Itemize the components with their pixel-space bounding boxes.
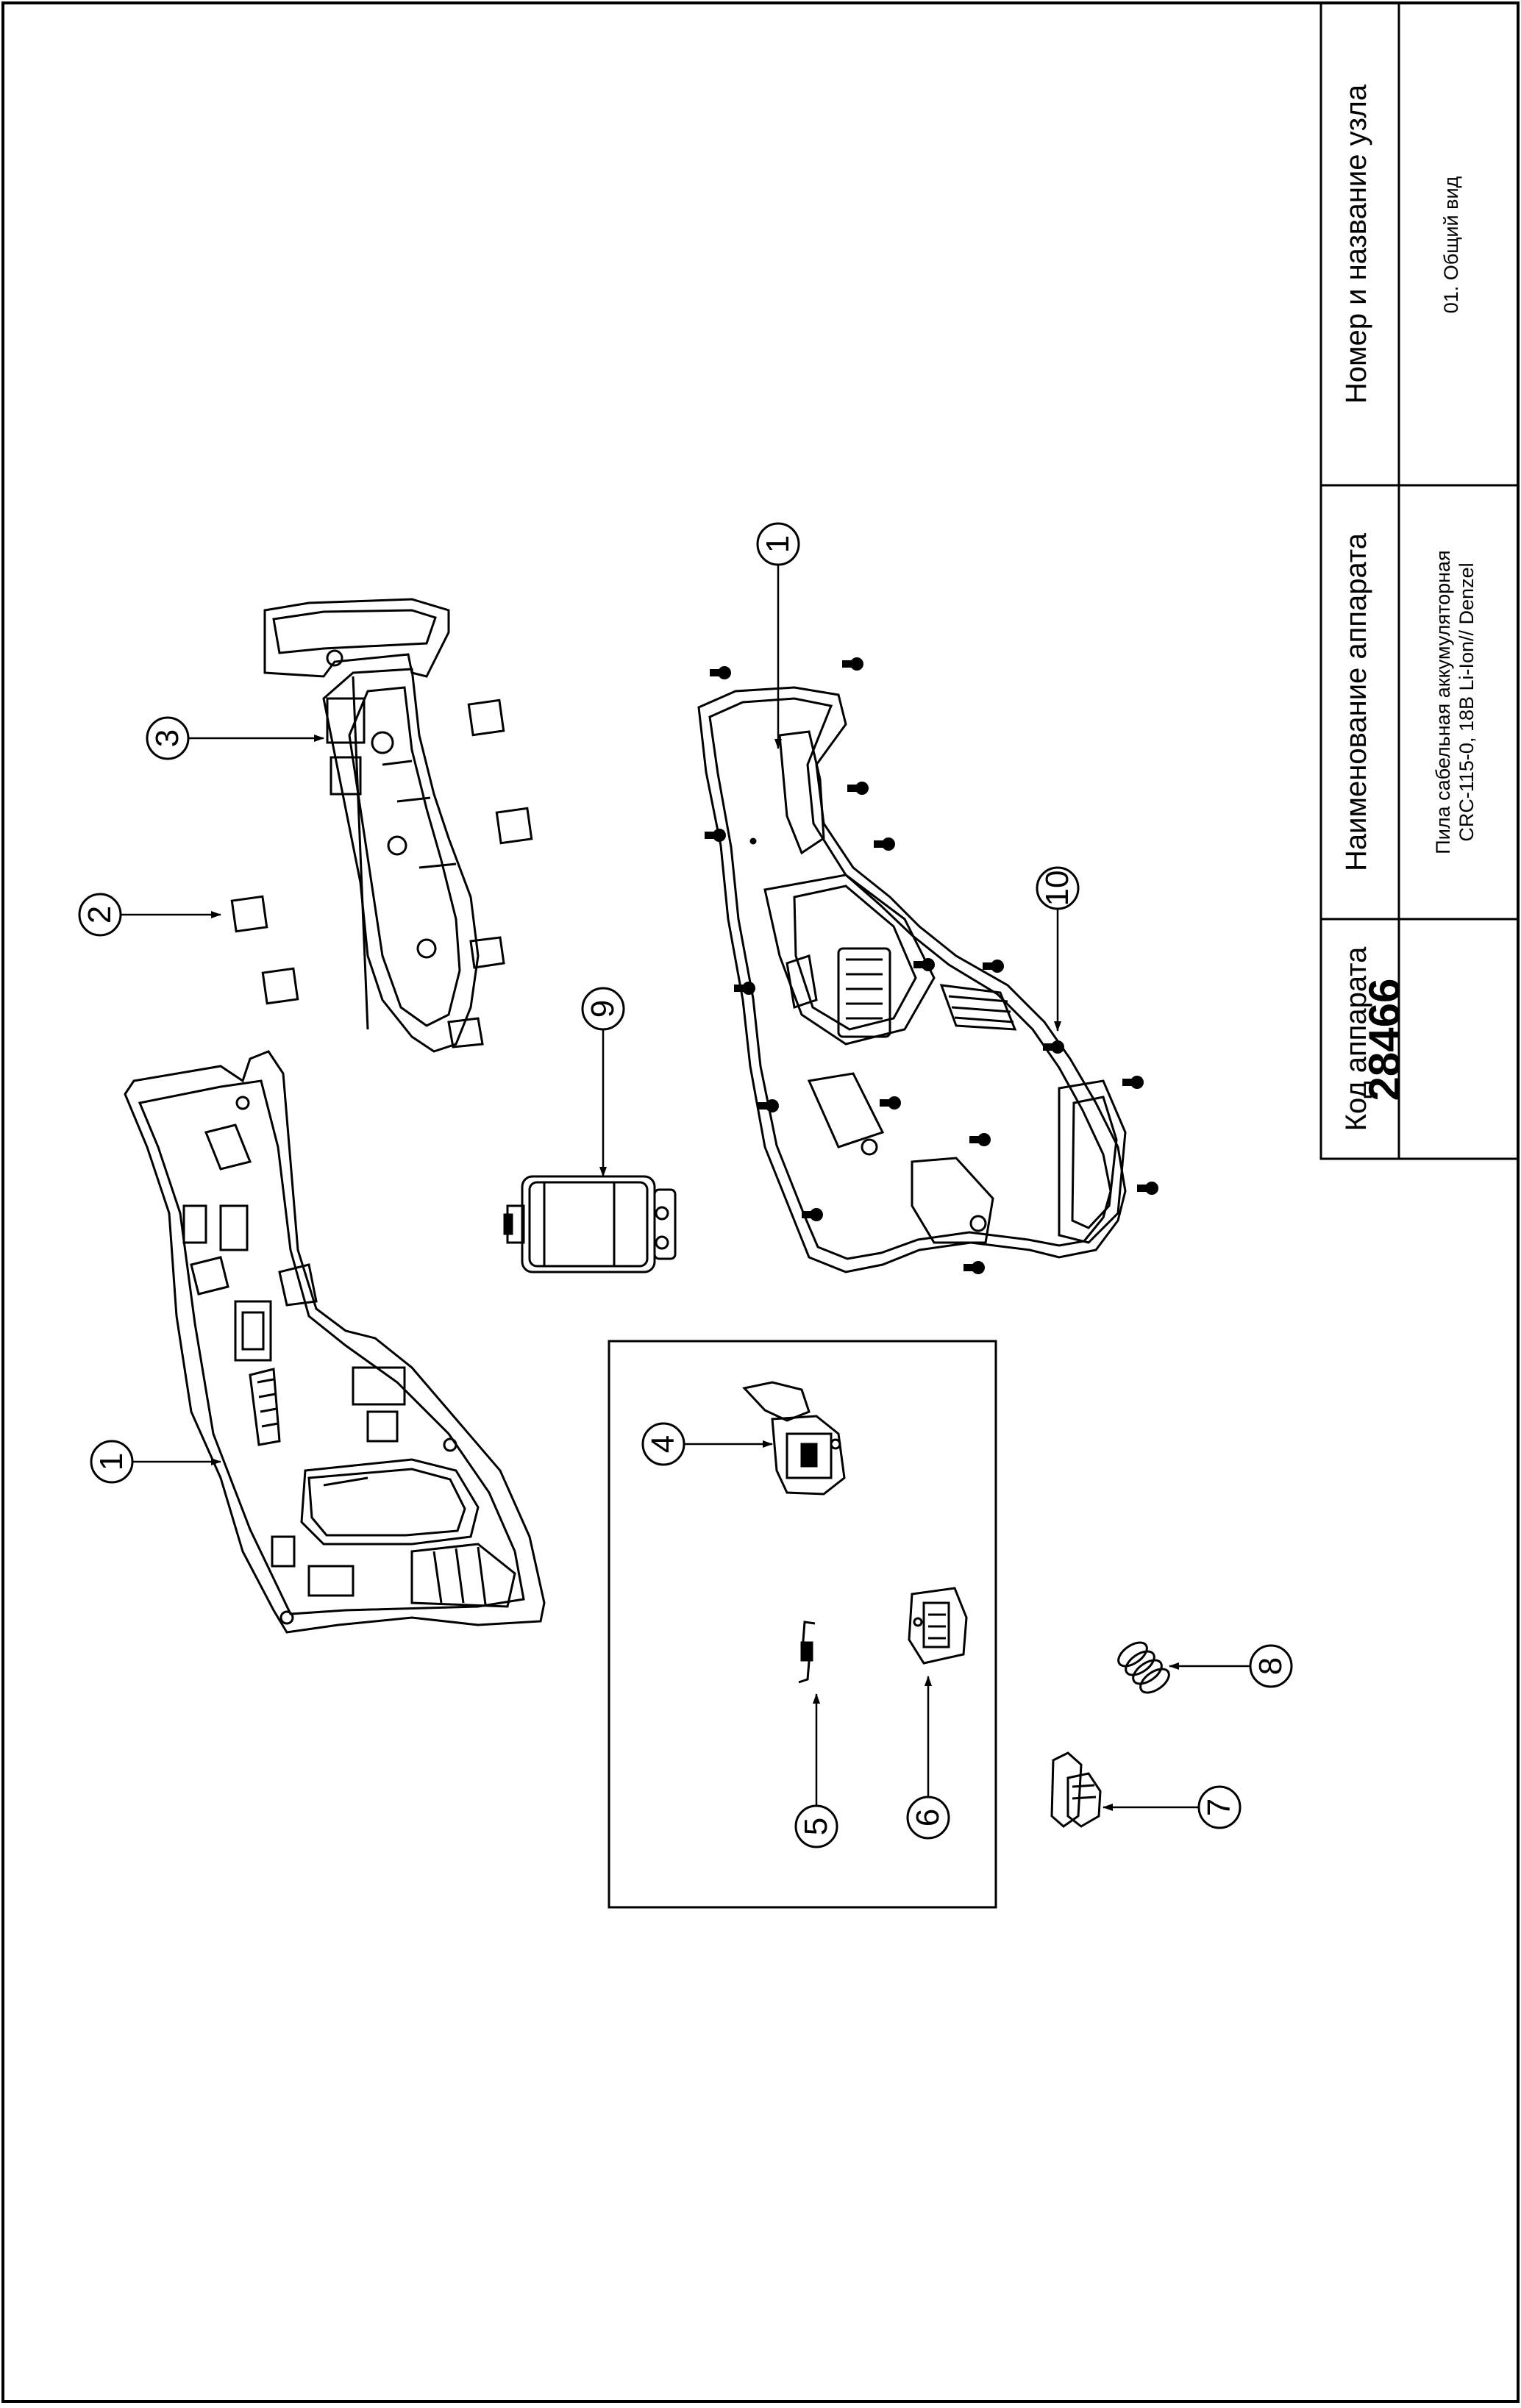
wire-link-drawing (798, 1621, 816, 1684)
battery-terminal-drawing (908, 1587, 968, 1665)
callout-1-right (756, 522, 800, 749)
callout-4-label: 4 (645, 1435, 681, 1454)
callout-3 (146, 716, 324, 760)
callout-1-left-label: 1 (93, 1452, 129, 1471)
callout-1-right-label: 1 (760, 535, 796, 554)
name-line2: CRC-115-0, 18В Li-Ion// Denzel (1456, 562, 1478, 842)
callout-8 (1169, 1644, 1293, 1688)
callout-2 (78, 893, 221, 937)
motor-drawing (503, 1175, 677, 1273)
housing-half-right-drawing (697, 686, 1127, 1273)
housing-half-left-drawing (124, 1050, 546, 1634)
spring-drawing (1117, 1641, 1170, 1694)
unit-header: Номер и название узла (1340, 84, 1372, 404)
callout-7-label: 7 (1201, 1798, 1237, 1817)
callout-8-label: 8 (1253, 1657, 1289, 1676)
trigger-switch-drawing (742, 1381, 846, 1496)
code-value: 28466 (1360, 978, 1409, 1101)
callout-5-label: 5 (798, 1817, 834, 1836)
name-header: Наименование аппарата (1340, 533, 1372, 871)
callout-2-label: 2 (82, 905, 118, 924)
lock-button-drawing (1050, 1751, 1102, 1828)
callout-9 (581, 987, 625, 1177)
callout-10-label: 10 (1039, 870, 1075, 907)
callout-10 (1036, 866, 1080, 1032)
callout-9-label: 9 (585, 999, 621, 1018)
gear-frame-drawing (263, 598, 505, 1053)
unit-value: 01. Общий вид (1440, 176, 1462, 314)
callout-6 (906, 1676, 950, 1840)
callout-4 (641, 1422, 773, 1466)
damper-pads-drawing (230, 699, 533, 1005)
callout-7 (1103, 1785, 1242, 1829)
switch-group-frame (608, 1340, 997, 1909)
title-block (1319, 1, 1520, 1160)
name-line1: Пила сабельная аккумуляторная (1432, 550, 1454, 854)
screws-group (705, 657, 1158, 1274)
callout-5 (794, 1693, 838, 1848)
callout-6-label: 6 (910, 1808, 946, 1827)
callout-1-left (90, 1440, 221, 1484)
callout-3-label: 3 (149, 729, 185, 748)
